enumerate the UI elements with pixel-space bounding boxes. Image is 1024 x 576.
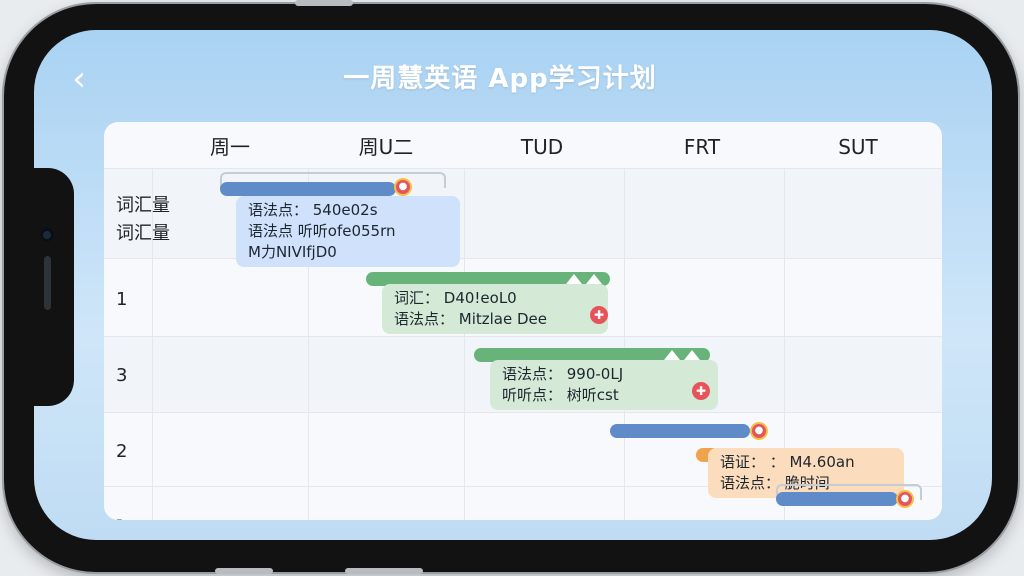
task-bar-4[interactable]: [610, 424, 750, 438]
row-label-line: 词汇量: [116, 223, 170, 244]
task-line: 语法点： Mitzlae Dee: [394, 310, 547, 328]
back-button[interactable]: ‹: [64, 62, 94, 96]
task-bar-2[interactable]: [366, 272, 610, 286]
task-bar-3[interactable]: [474, 348, 710, 362]
column-header-sat[interactable]: SUT: [838, 135, 878, 159]
task-line: 语法点： 脆时间: [720, 474, 830, 492]
divider: [464, 168, 465, 520]
task-card-3[interactable]: 语法点： 990-0LJ 听听点： 树听cst: [490, 360, 718, 410]
task-bar-6[interactable]: [776, 492, 898, 506]
task-line: 词汇： D40!eoL0: [394, 289, 517, 307]
task-card-4[interactable]: 语证： ： M4.60an 语法点： 脆时间: [708, 448, 904, 498]
side-button: [345, 568, 423, 574]
column-header-tue[interactable]: 周U二: [358, 135, 414, 159]
location-pin-icon: ●: [750, 422, 768, 440]
row-label: 3: [116, 365, 128, 386]
bar-marker: [586, 274, 602, 284]
bar-marker: [684, 350, 700, 360]
task-connector: [776, 484, 922, 500]
divider: [784, 168, 785, 520]
divider: [104, 336, 942, 337]
location-pin-icon: ●: [394, 178, 412, 196]
divider: [624, 168, 625, 520]
chevron-left-icon: ‹: [72, 59, 86, 99]
location-pin-icon: ●: [896, 490, 914, 508]
schedule-board: 周一 周U二 TUD FRT SUT 词汇量 词汇量 1 3 2 - ● 语法点…: [104, 122, 942, 520]
notch: [34, 168, 74, 406]
volume-up-button: [295, 0, 353, 6]
task-bar-1[interactable]: [220, 182, 396, 196]
task-connector: [220, 172, 446, 188]
task-line: 语证： ： M4.60an: [720, 453, 855, 471]
task-line: 听听点： 树听cst: [502, 386, 619, 404]
remove-icon[interactable]: ✚: [590, 306, 608, 324]
row-label-line: 词汇量: [116, 195, 170, 216]
task-line: M力NIVIfjD0: [248, 243, 337, 261]
row-label: 1: [116, 289, 128, 310]
task-line: 语法点： 540e02s: [248, 201, 378, 219]
divider: [104, 168, 942, 169]
remove-icon[interactable]: ✚: [692, 382, 710, 400]
task-line: 语法点： 990-0LJ: [502, 365, 624, 383]
row-label: -: [116, 509, 123, 520]
bar-marker: [664, 350, 680, 360]
page-title: 一周慧英语 App学习计划: [343, 64, 657, 94]
task-card-1[interactable]: 语法点： 540e02s 语法点 听听ofe055rn M力NIVIfjD0: [236, 196, 460, 267]
column-header-fri[interactable]: FRT: [683, 135, 721, 159]
row-label: 词汇量 词汇量: [116, 192, 170, 248]
task-card-2[interactable]: 词汇： D40!eoL0 语法点： Mitzlae Dee: [382, 284, 608, 334]
divider: [104, 412, 942, 413]
row-label: 2: [116, 441, 128, 462]
divider: [308, 168, 309, 520]
bar-marker: [566, 274, 582, 284]
divider: [104, 486, 942, 487]
column-header-wed[interactable]: TUD: [520, 135, 564, 159]
task-line: 语法点 听听ofe055rn: [248, 222, 396, 240]
front-camera: [40, 228, 54, 242]
divider: [152, 168, 153, 520]
earpiece-speaker: [44, 256, 51, 310]
volume-down-button: [215, 568, 273, 574]
divider: [104, 258, 942, 259]
column-header-mon[interactable]: 周一: [210, 135, 250, 159]
